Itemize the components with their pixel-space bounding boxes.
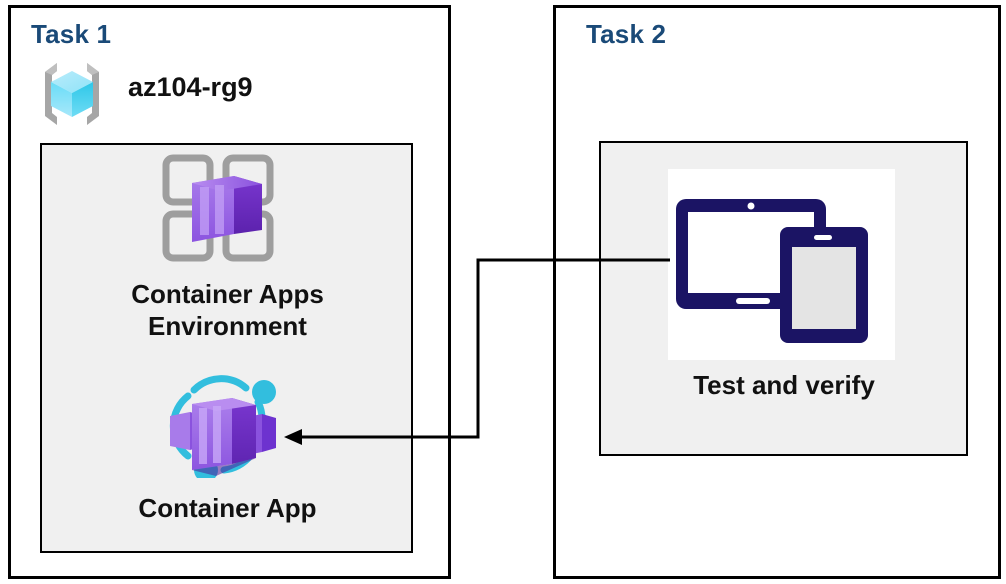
container-apps-environment-label: Container Apps Environment bbox=[50, 278, 405, 342]
test-and-verify-label: Test and verify bbox=[693, 370, 875, 400]
resource-group-label: az104-rg9 bbox=[128, 72, 253, 102]
cae-label-line-2: Environment bbox=[148, 311, 307, 341]
task-1-title: Task 1 bbox=[31, 19, 112, 49]
container-apps-environment-icon bbox=[158, 152, 278, 264]
resource-group-icon bbox=[36, 58, 108, 130]
resource-group-row: az104-rg9 bbox=[36, 58, 336, 130]
container-app-icon bbox=[158, 372, 286, 482]
container-app-label: Container App bbox=[138, 493, 317, 523]
cae-label-line-1: Container Apps bbox=[131, 279, 324, 309]
devices-test-icon bbox=[668, 169, 895, 360]
task-2-title: Task 2 bbox=[586, 19, 667, 49]
